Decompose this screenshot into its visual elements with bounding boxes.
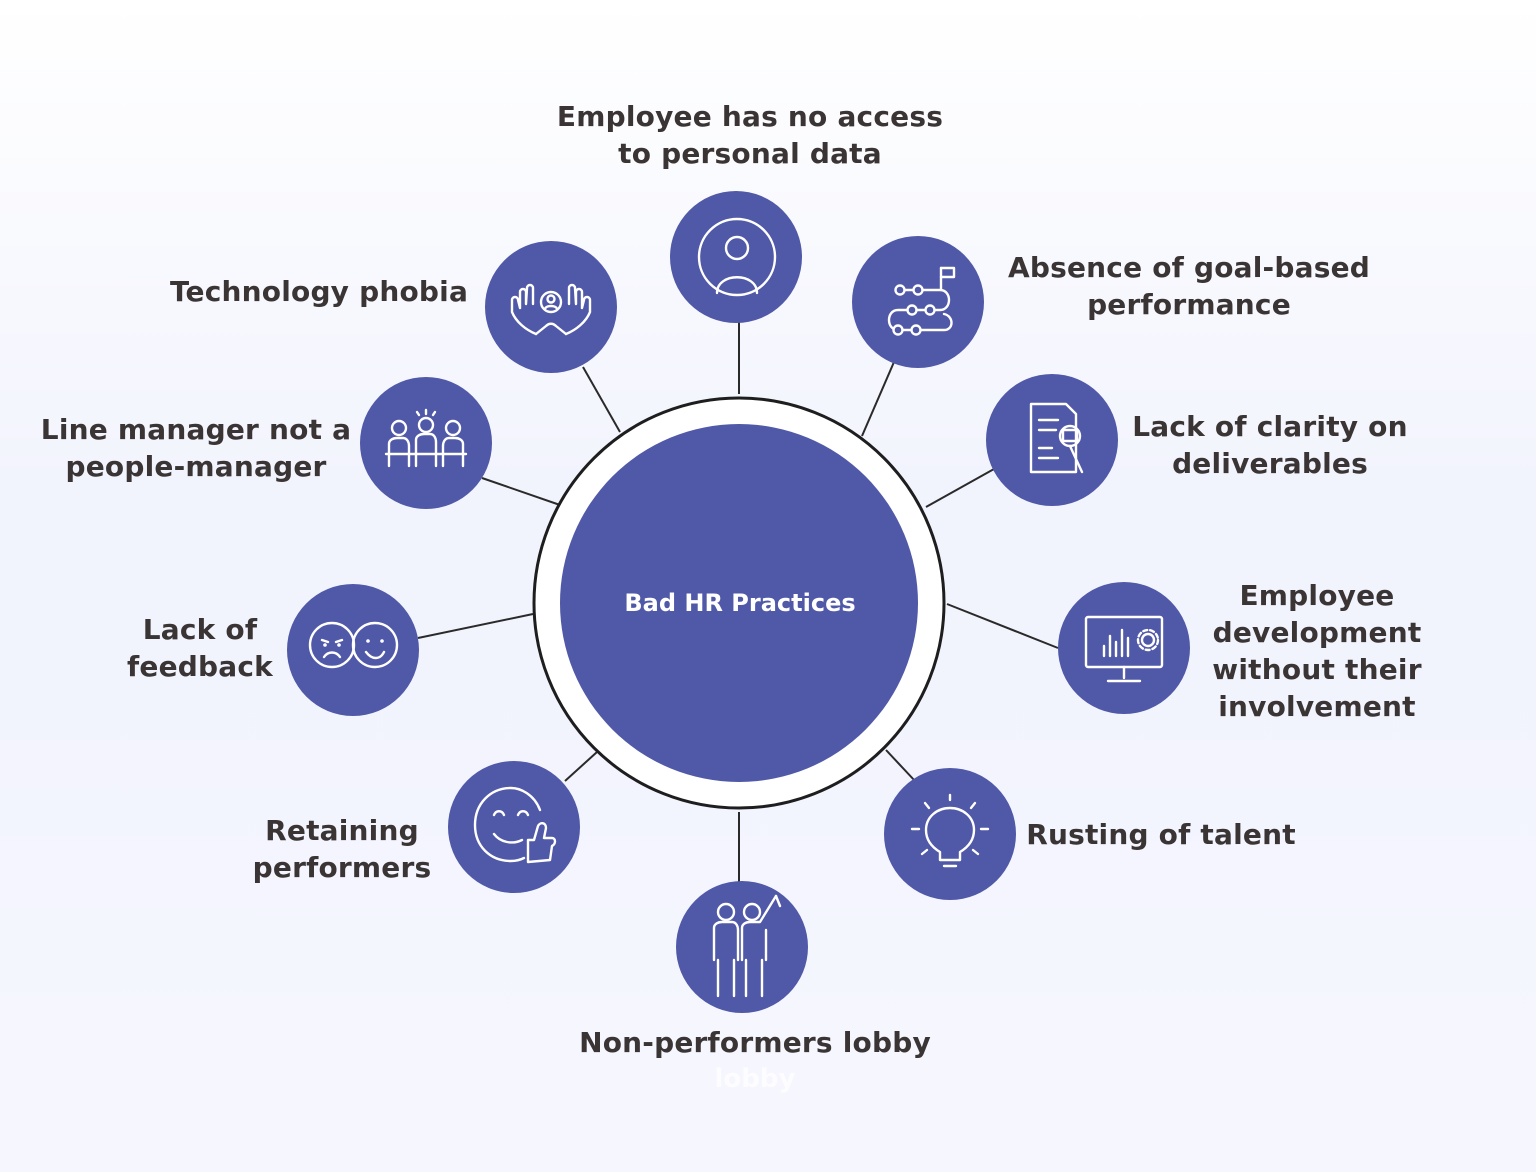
label-employee-data: Employee has no access to personal data <box>556 100 944 170</box>
connector-line-manager <box>481 477 561 506</box>
hands-person-icon <box>510 283 592 336</box>
connector-clarity <box>925 468 995 508</box>
node-retaining <box>448 761 580 893</box>
node-goal-based <box>852 236 984 368</box>
node-clarity <box>986 374 1118 506</box>
connector-tech-phobia <box>582 366 621 433</box>
label-rusting: Rusting of talent <box>1026 818 1296 851</box>
label-development: Employee development without their invol… <box>1212 579 1422 723</box>
center-title: Bad HR Practices <box>624 589 856 617</box>
label-lobby: Non-performers lobby <box>579 1026 931 1059</box>
center-circle <box>560 424 918 782</box>
connectors <box>417 320 1059 882</box>
node-rusting <box>884 768 1016 900</box>
connector-feedback <box>417 613 534 639</box>
connector-rusting <box>885 749 916 782</box>
node-line-manager <box>360 377 492 509</box>
sad-happy-faces-icon <box>308 621 399 669</box>
label-feedback: Lack of feedback <box>127 613 273 683</box>
node-employee-data <box>670 191 802 323</box>
node-development <box>1058 582 1190 714</box>
people-raising-hand-icon <box>712 894 782 998</box>
smile-thumbs-up-icon <box>473 786 557 864</box>
connector-development <box>946 603 1059 649</box>
node-lobby <box>676 881 808 1013</box>
roadmap-flag-icon <box>887 266 956 336</box>
label-goal-based: Absence of goal-based performance <box>1007 251 1371 321</box>
monitor-chart-gear-icon <box>1084 615 1164 683</box>
connector-goal-based <box>861 361 895 437</box>
connector-retaining <box>564 751 598 782</box>
team-meeting-icon <box>384 408 468 468</box>
lightbulb-icon <box>910 793 990 868</box>
user-profile-icon <box>697 217 777 297</box>
label-line-manager: Line manager not a people-manager <box>40 413 352 483</box>
document-search-icon <box>1029 402 1084 474</box>
ghost-text: lobby <box>714 1064 796 1094</box>
node-tech-phobia <box>485 241 617 373</box>
label-tech-phobia: Technology phobia <box>169 275 469 308</box>
label-retaining: Retaining performers <box>252 814 432 884</box>
node-feedback <box>287 584 419 716</box>
label-clarity: Lack of clarity on deliverables <box>1132 410 1408 480</box>
